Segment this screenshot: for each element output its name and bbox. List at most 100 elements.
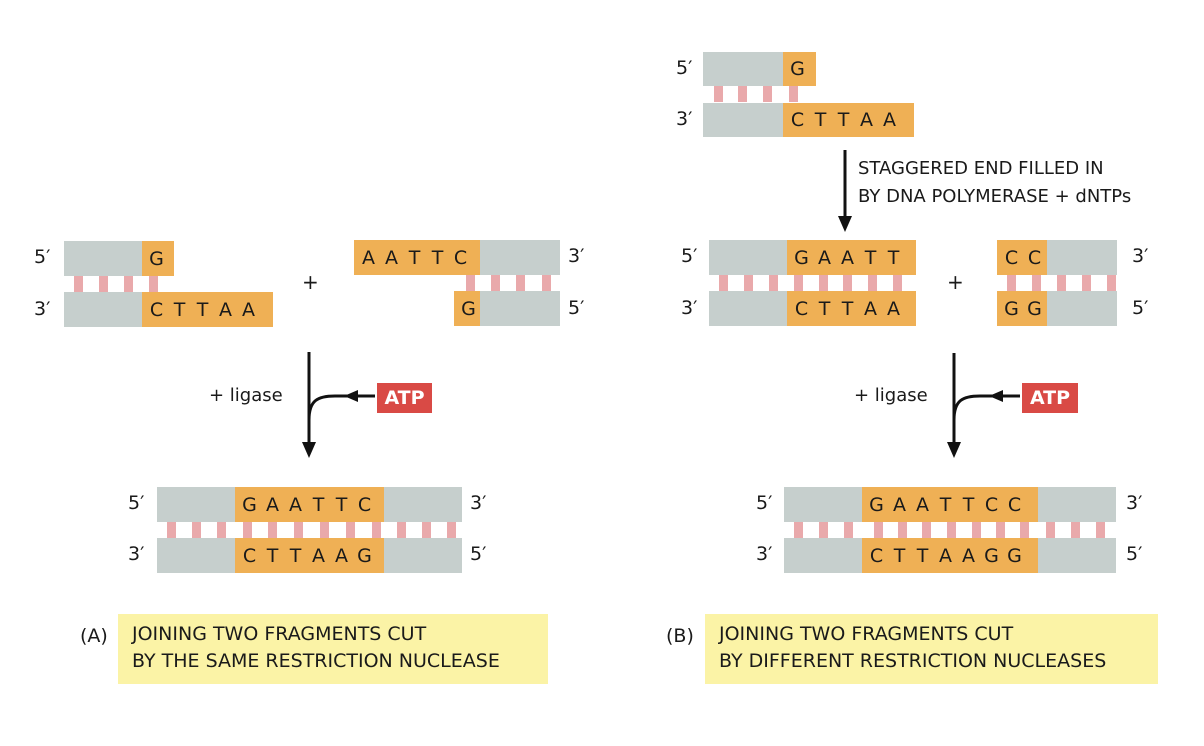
base-pair-bond	[893, 275, 902, 291]
base-pair-bond	[763, 86, 772, 102]
ligase-label: + ligase	[854, 385, 928, 406]
base-pair-bond	[491, 275, 500, 291]
base-pair-bond	[922, 522, 931, 538]
base-pair-bond	[1020, 522, 1029, 538]
base-letter: A	[864, 297, 877, 320]
fill-in-line: BY DNA POLYMERASE + dNTPs	[858, 186, 1132, 207]
base-pair-bond	[868, 275, 877, 291]
fill-in-line: STAGGERED END FILLED IN	[858, 158, 1104, 179]
base-letter: A	[916, 493, 929, 516]
base-pair-bond	[819, 275, 828, 291]
base-letter: A	[312, 544, 325, 567]
base-pair-bond	[738, 86, 747, 102]
base-letter: T	[939, 493, 952, 516]
base-letter: A	[289, 493, 302, 516]
base-pair-bond	[1046, 522, 1055, 538]
base-pair-bond	[167, 522, 176, 538]
backbone-top-right	[1038, 487, 1116, 522]
base-letter: T	[841, 297, 854, 320]
base-letter: T	[893, 544, 906, 567]
base-letter: G	[1007, 544, 1022, 567]
base-pair-bond	[898, 522, 907, 538]
five-prime-label: 5′	[676, 57, 693, 79]
ligase-arrow-b	[947, 353, 1020, 458]
base-letter: G	[984, 544, 999, 567]
base-pair-bond	[996, 522, 1005, 538]
backbone-top-left	[157, 487, 235, 522]
fill-in-arrow	[838, 150, 852, 232]
base-pair-bond	[268, 522, 277, 538]
base-pair-bond	[74, 276, 83, 292]
base-letter: A	[887, 297, 900, 320]
caption-line: JOINING TWO FRAGMENTS CUT	[719, 623, 1014, 645]
three-prime-label: 3′	[756, 543, 773, 565]
base-letter: T	[818, 297, 831, 320]
plus-sign: +	[947, 270, 964, 294]
base-letter: G	[242, 493, 257, 516]
base-pair-bond	[346, 522, 355, 538]
backbone-bottom	[1047, 291, 1117, 326]
base-letter: G	[461, 297, 476, 320]
base-pair-bond	[789, 86, 798, 102]
base-letter: T	[196, 298, 209, 321]
base-pair-bond	[1007, 275, 1016, 291]
base-letter: C	[984, 493, 999, 516]
base-pair-bond	[1057, 275, 1066, 291]
backbone-top-left	[784, 487, 862, 522]
base-pair-bond	[844, 522, 853, 538]
five-prime-label: 5′	[681, 245, 698, 267]
backbone-top	[480, 240, 560, 275]
three-prime-label: 3′	[568, 245, 585, 267]
five-prime-label: 5′	[1132, 297, 1149, 319]
panel-a-caption: JOINING TWO FRAGMENTS CUT BY THE SAME RE…	[118, 614, 548, 684]
atp-box: ATP	[377, 383, 432, 413]
three-prime-label: 3′	[1126, 492, 1143, 514]
base-pair-bond	[1032, 275, 1041, 291]
three-prime-label: 3′	[681, 297, 698, 319]
base-pair-bond	[217, 522, 226, 538]
five-prime-label: 5′	[470, 543, 487, 565]
atp-box: ATP	[1022, 383, 1078, 413]
base-pair-bond	[320, 522, 329, 538]
backbone-top	[703, 52, 783, 86]
base-letter: C	[1007, 493, 1022, 516]
base-letter: G	[869, 493, 884, 516]
base-letter: C	[790, 109, 805, 131]
base-pair-bond	[769, 275, 778, 291]
base-letter: A	[893, 493, 906, 516]
base-letter: C	[1027, 246, 1042, 269]
base-letter: A	[266, 493, 279, 516]
base-letter: G	[790, 58, 805, 80]
base-letter: T	[814, 109, 827, 131]
base-letter: A	[939, 544, 952, 567]
base-pair-bond	[843, 275, 852, 291]
base-pair-bond	[972, 522, 981, 538]
backbone-top-right	[384, 487, 462, 522]
base-pair-bond	[947, 522, 956, 538]
five-prime-label: 5′	[128, 492, 145, 514]
base-letter: A	[883, 109, 896, 131]
base-letter: G	[149, 247, 164, 270]
base-letter: A	[841, 246, 854, 269]
base-pair-bond	[397, 522, 406, 538]
base-letter: T	[916, 544, 929, 567]
base-pair-bond	[1096, 522, 1105, 538]
base-pair-bond	[744, 275, 753, 291]
base-pair-bond	[516, 275, 525, 291]
base-pair-bond	[294, 522, 303, 538]
panel-b-caption: JOINING TWO FRAGMENTS CUT BY DIFFERENT R…	[705, 614, 1158, 684]
base-pair-bond	[794, 522, 803, 538]
backbone-bottom-right	[384, 538, 462, 573]
base-pair-bond	[1107, 275, 1116, 291]
base-pair-bond	[124, 276, 133, 292]
base-letter: A	[385, 246, 398, 269]
